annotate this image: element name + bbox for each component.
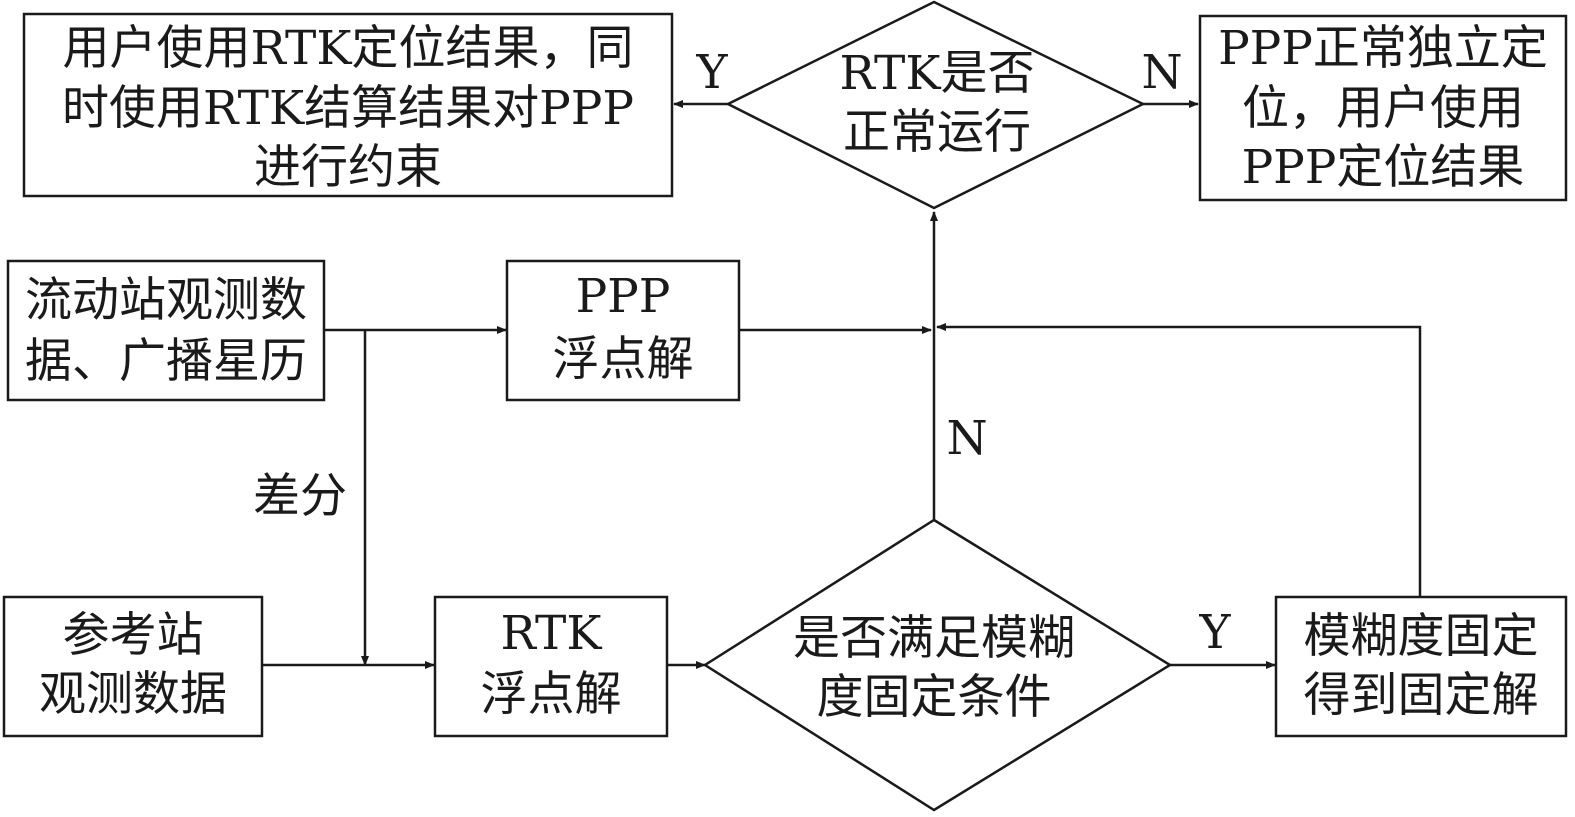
label-ambiguity-yes: Y [1198, 605, 1231, 660]
rover-data-box: 流动站观测数 据、广播星历 [6, 259, 326, 402]
connectors [263, 100, 1422, 669]
reference-data-line-1: 参考站 [63, 608, 204, 663]
ambiguity-check-diamond: 是否满足模糊 度固定条件 [702, 518, 1173, 812]
user-rtk-line-1: 用户使用RTK定位结果，同 [62, 21, 633, 76]
ppp-independent-line-2: 位，用户使用 [1242, 81, 1524, 136]
label-diff: 差分 [253, 469, 347, 524]
rtk-float-box: RTK 浮点解 [433, 595, 669, 738]
label-rtk-yes: Y [695, 45, 728, 100]
label-ambiguity-no: N [946, 411, 987, 466]
ppp-independent-line-1: PPP正常独立定 [1218, 21, 1548, 76]
fixed-solution-line-1: 模糊度固定 [1304, 609, 1539, 664]
ambiguity-check-line-1: 是否满足模糊 [793, 611, 1075, 666]
ambiguity-check-line-2: 度固定条件 [817, 670, 1052, 725]
arrow-fixed-to-junction [936, 323, 1422, 597]
rtk-check-diamond: RTK是否 正常运行 [725, 0, 1146, 210]
rtk-float-line-2: 浮点解 [481, 667, 622, 722]
ppp-independent-line-3: PPP定位结果 [1242, 140, 1525, 195]
reference-data-box: 参考站 观测数据 [2, 595, 264, 738]
rover-data-line-2: 据、广播星历 [25, 334, 307, 389]
reference-data-line-2: 观测数据 [39, 667, 227, 722]
user-rtk-box: 用户使用RTK定位结果，同 时使用RTK结算结果对PPP 进行约束 [22, 12, 674, 198]
ppp-float-line-2: 浮点解 [553, 332, 694, 387]
label-rtk-no: N [1141, 45, 1182, 100]
ppp-float-line-1: PPP [576, 269, 671, 324]
rtk-float-line-1: RTK [500, 606, 602, 661]
fixed-solution-box: 模糊度固定 得到固定解 [1274, 595, 1568, 738]
user-rtk-line-3: 进行约束 [254, 140, 442, 195]
fixed-solution-line-2: 得到固定解 [1304, 668, 1539, 723]
rtk-check-line-1: RTK是否 [839, 46, 1034, 101]
rtk-check-line-2: 正常运行 [843, 105, 1031, 160]
ppp-independent-box: PPP正常独立定 位，用户使用 PPP定位结果 [1198, 14, 1568, 202]
ppp-float-box: PPP 浮点解 [505, 259, 741, 402]
user-rtk-line-2: 时使用RTK结算结果对PPP [62, 81, 634, 136]
rover-data-line-1: 流动站观测数 [25, 273, 307, 328]
